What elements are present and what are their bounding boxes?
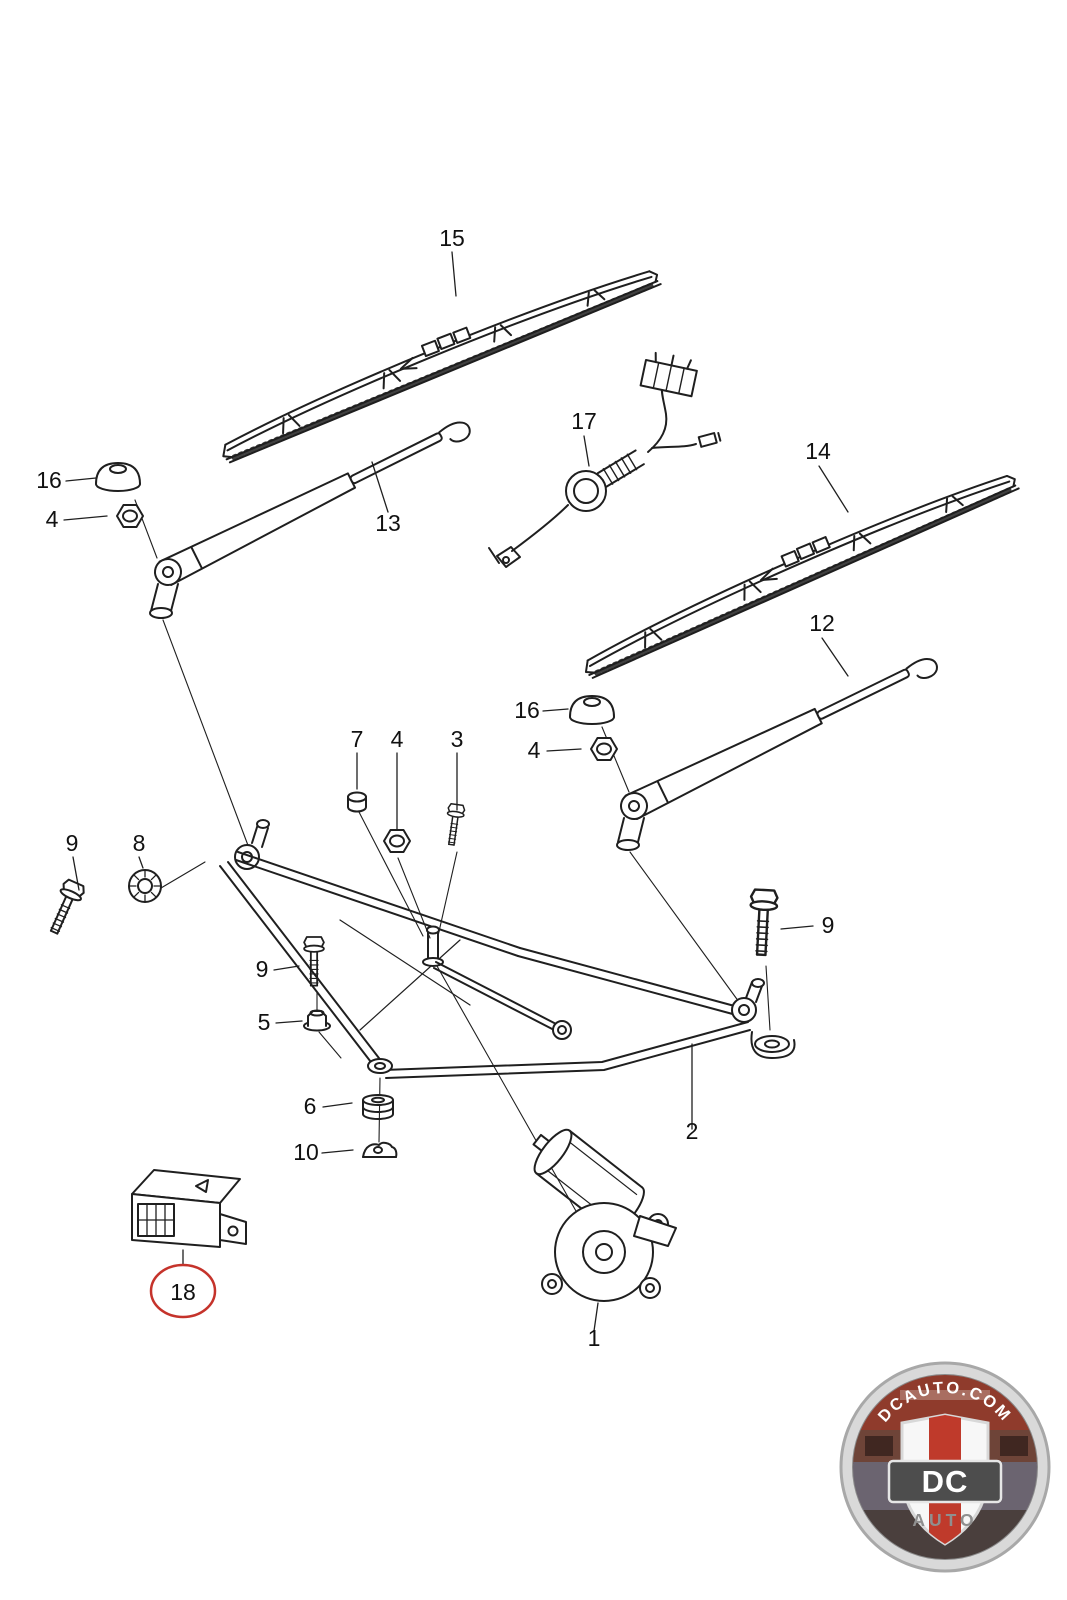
callout-13: 13 (375, 510, 401, 536)
logo-shield: DC AUTO (887, 1413, 1003, 1546)
part-flange-nut-5 (303, 1009, 331, 1032)
callout-3: 3 (451, 726, 464, 752)
callout-16-right: 16 (514, 697, 540, 723)
part-nut-4-center (383, 829, 411, 853)
part-bolt-9-right (746, 888, 780, 957)
logo-monogram-band (887, 1459, 1003, 1504)
alignment-lines (134, 499, 771, 1235)
callout-4-right: 4 (528, 737, 541, 763)
callout-2: 2 (686, 1118, 699, 1144)
callout-9-right: 9 (822, 912, 835, 938)
part-wiper-motor-1 (532, 1128, 677, 1302)
part-nut-4-right (590, 737, 618, 761)
callout-12: 12 (809, 610, 835, 636)
part-hose-assembly-17 (488, 351, 722, 568)
part-wiper-arm-13 (149, 410, 474, 619)
logo-monogram: DC (922, 1464, 969, 1499)
callout-4-center: 4 (391, 726, 404, 752)
leader-lines (63, 251, 849, 1332)
part-stud-7 (347, 791, 367, 813)
callout-17: 17 (571, 408, 597, 434)
callout-7: 7 (351, 726, 364, 752)
part-nut-4-left (116, 504, 144, 528)
part-cap-16-right (569, 695, 615, 725)
part-cap-16-left (95, 462, 141, 492)
red-highlight-circle (149, 1263, 217, 1319)
callout-5: 5 (258, 1009, 271, 1035)
callout-9-left: 9 (66, 830, 79, 856)
callout-4-left: 4 (46, 506, 59, 532)
part-bolt-9-left (43, 877, 88, 938)
part-wiper-arm-12 (615, 646, 942, 851)
callout-14: 14 (805, 438, 831, 464)
callout-9-mid: 9 (256, 956, 269, 982)
callout-16-left: 16 (36, 467, 62, 493)
callout-1: 1 (588, 1325, 601, 1351)
part-control-module-18 (131, 1169, 247, 1248)
callout-6: 6 (304, 1093, 317, 1119)
part-linkage-frame-2 (219, 819, 796, 1079)
logo-word: AUTO (912, 1510, 977, 1530)
callout-8: 8 (133, 830, 146, 856)
part-grommet-8 (128, 869, 162, 903)
part-clip-10 (362, 1141, 398, 1158)
part-bolt-3 (442, 802, 466, 847)
callout-10: 10 (293, 1139, 319, 1165)
part-wiper-blade-14 (573, 462, 1023, 680)
callout-18: 18 (170, 1279, 196, 1305)
callout-15: 15 (439, 225, 465, 251)
part-grommet-6 (362, 1094, 394, 1120)
dcauto-logo-badge: DC AUTO DCAUTO.COM (839, 1361, 1051, 1573)
